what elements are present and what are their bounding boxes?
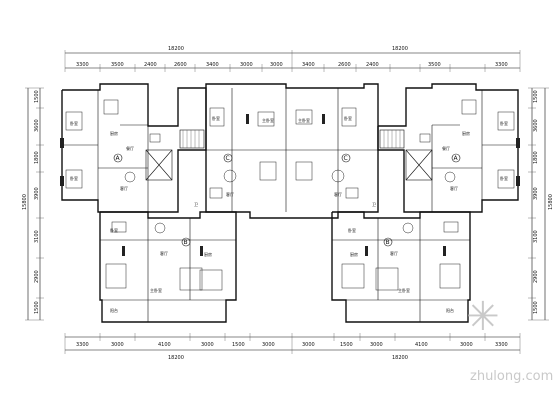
left-seg-4: 3900 xyxy=(34,187,40,200)
room-balcony-1: 阳台 xyxy=(110,307,118,313)
room-master-3: 主卧室 xyxy=(150,287,162,293)
top-seg-2: 3500 xyxy=(111,62,124,68)
room-bedroom-2: 卧室 xyxy=(70,175,78,181)
right-seg-1: 1500 xyxy=(533,90,539,103)
room-kitchen-4: 厨房 xyxy=(350,251,358,257)
room-living-5: 客厅 xyxy=(160,250,168,256)
bottom-seg-12: 3300 xyxy=(495,342,508,348)
bottom-seg-8: 1500 xyxy=(340,342,353,348)
room-toilet-1: 卫 xyxy=(194,202,198,207)
stair-core-right xyxy=(379,129,405,149)
unit-mark-a-left: A xyxy=(116,155,121,162)
watermark-logo-icon: ✳ xyxy=(466,294,500,340)
room-dining-1: 餐厅 xyxy=(126,145,134,151)
unit-marks: A C C A B B xyxy=(113,153,461,247)
bottom-segment-labels: 3300 3000 4100 3000 1500 3000 3000 1500 … xyxy=(76,342,508,348)
bottom-seg-4: 3000 xyxy=(201,342,214,348)
bottom-seg-10: 4100 xyxy=(415,342,428,348)
bottom-total-right: 18200 xyxy=(392,355,408,361)
unit-mark-a-right: A xyxy=(454,155,459,162)
room-dining-2: 餐厅 xyxy=(442,145,450,151)
right-seg-3: 1800 xyxy=(533,151,539,164)
room-living-1: 客厅 xyxy=(120,185,128,191)
room-bedroom-4: 卧室 xyxy=(344,115,352,121)
left-dimension-lines xyxy=(25,87,44,321)
room-kitchen-2: 厨房 xyxy=(462,130,470,136)
right-seg-2: 3600 xyxy=(533,119,539,132)
bottom-total-left: 18200 xyxy=(168,355,184,361)
room-toilet-2: 卫 xyxy=(372,202,376,207)
top-total-left: 18200 xyxy=(168,46,184,52)
stair-core-left xyxy=(179,129,205,149)
top-seg-4: 2600 xyxy=(174,62,187,68)
room-master-1: 主卧室 xyxy=(262,117,274,123)
left-seg-1: 1500 xyxy=(34,90,40,103)
top-seg-10: 2400 xyxy=(366,62,379,68)
top-total-right: 18200 xyxy=(392,46,408,52)
unit-mark-b-right: B xyxy=(386,239,390,246)
room-bedroom-7: 卧室 xyxy=(110,227,118,233)
left-seg-3: 1800 xyxy=(34,151,40,164)
room-bedroom-8: 卧室 xyxy=(348,227,356,233)
bottom-seg-6: 3000 xyxy=(262,342,275,348)
left-total: 15800 xyxy=(22,194,28,210)
top-dimension-lines xyxy=(64,50,521,72)
bottom-seg-7: 3000 xyxy=(302,342,315,348)
top-seg-3: 2400 xyxy=(144,62,157,68)
unit-mark-c-left: C xyxy=(226,155,230,162)
watermark-text: zhulong.com xyxy=(470,369,553,384)
top-segment-labels: 3300 3500 2400 2600 3400 3000 3000 3400 … xyxy=(76,62,508,68)
bottom-dimension-lines xyxy=(64,333,521,354)
watermark: ✳ zhulong.com xyxy=(466,294,553,384)
bottom-seg-11: 3000 xyxy=(460,342,473,348)
room-bedroom-5: 卧室 xyxy=(500,120,508,126)
upper-wing-right xyxy=(377,83,520,213)
room-living-6: 客厅 xyxy=(390,250,398,256)
right-dimension-lines xyxy=(528,87,549,321)
right-seg-7: 1500 xyxy=(533,301,539,314)
right-total: 15800 xyxy=(548,194,554,210)
top-seg-9: 2600 xyxy=(338,62,351,68)
room-master-2: 主卧室 xyxy=(298,117,310,123)
room-living-3: 客厅 xyxy=(334,191,342,197)
top-seg-12: 3300 xyxy=(495,62,508,68)
right-seg-4: 3900 xyxy=(533,187,539,200)
upper-wing-center xyxy=(205,83,379,219)
top-seg-11: 3500 xyxy=(428,62,441,68)
top-seg-6: 3000 xyxy=(240,62,253,68)
top-seg-8: 3400 xyxy=(302,62,315,68)
unit-mark-c-right: C xyxy=(344,155,348,162)
bottom-seg-3: 4100 xyxy=(158,342,171,348)
top-seg-1: 3300 xyxy=(76,62,89,68)
room-kitchen-3: 厨房 xyxy=(204,251,212,257)
top-seg-5: 3400 xyxy=(206,62,219,68)
unit-mark-b-left: B xyxy=(184,239,188,246)
room-labels: 卧室 卧室 厨房 餐厅 客厅 卧室 主卧室 主卧室 卧室 客厅 客厅 卧室 卧室… xyxy=(70,115,508,313)
left-seg-2: 3600 xyxy=(34,119,40,132)
room-kitchen-1: 厨房 xyxy=(110,130,118,136)
bottom-seg-5: 1500 xyxy=(232,342,245,348)
room-bedroom-1: 卧室 xyxy=(70,120,78,126)
bottom-seg-2: 3000 xyxy=(111,342,124,348)
room-bedroom-6: 卧室 xyxy=(500,175,508,181)
bottom-seg-1: 3300 xyxy=(76,342,89,348)
room-master-4: 主卧室 xyxy=(398,287,410,293)
right-seg-5: 3100 xyxy=(533,230,539,243)
left-seg-6: 2900 xyxy=(34,270,40,283)
left-seg-5: 3100 xyxy=(34,230,40,243)
room-living-2: 客厅 xyxy=(226,191,234,197)
lower-wing-right xyxy=(331,211,471,323)
left-segment-labels: 1500 3600 1800 3900 3100 2900 1500 xyxy=(34,90,40,314)
lower-wing-left xyxy=(99,211,237,323)
top-seg-7: 3000 xyxy=(270,62,283,68)
left-seg-7: 1500 xyxy=(34,301,40,314)
right-seg-6: 2900 xyxy=(533,270,539,283)
room-bedroom-3: 卧室 xyxy=(212,115,220,121)
right-segment-labels: 1500 3600 1800 3900 3100 2900 1500 xyxy=(533,90,539,314)
room-living-4: 客厅 xyxy=(450,185,458,191)
room-balcony-2: 阳台 xyxy=(446,307,454,313)
bottom-seg-9: 3000 xyxy=(370,342,383,348)
